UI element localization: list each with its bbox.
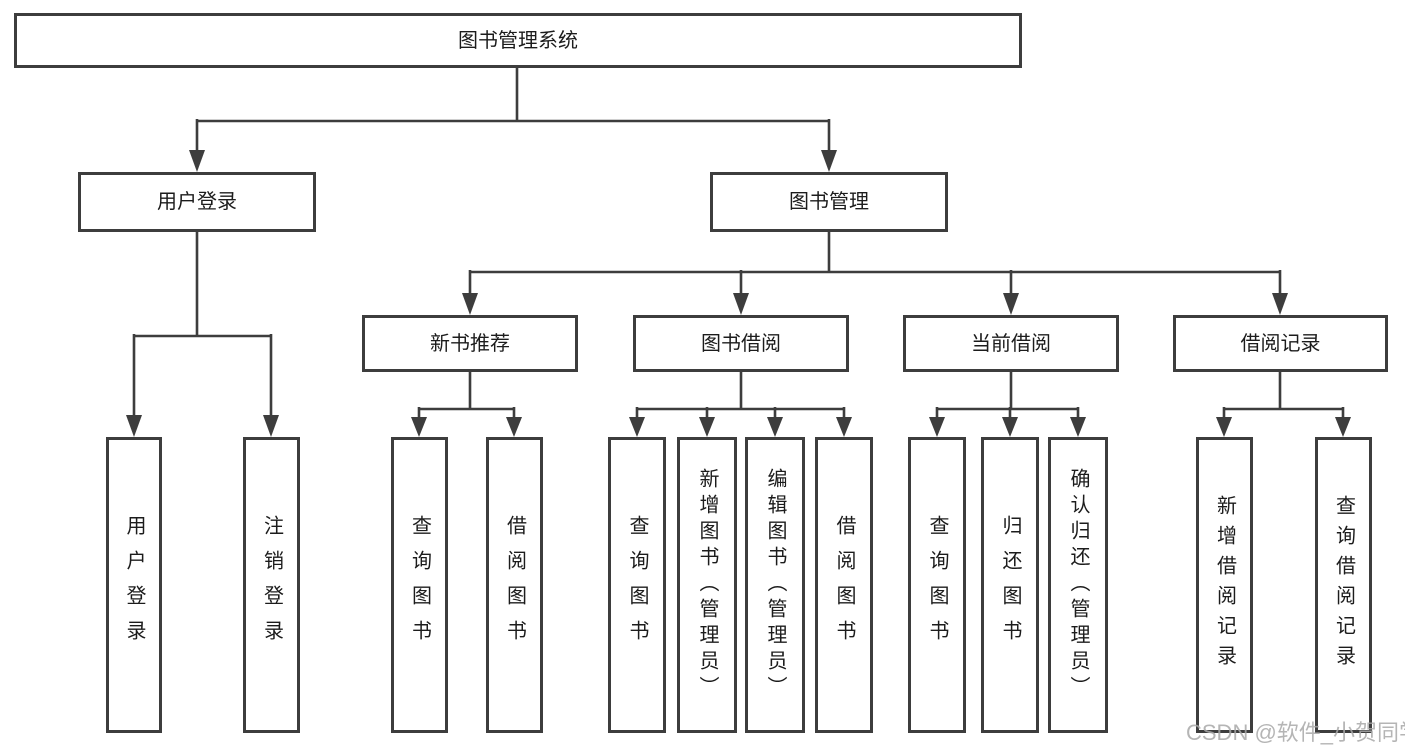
node-leaf-add-borrow-record: 新增借阅记录 [1196, 437, 1253, 733]
node-label: 当前借阅 [971, 332, 1051, 355]
node-leaf-query-borrow-record: 查询借阅记录 [1315, 437, 1372, 733]
node-leaf-query-books-2: 查询图书 [608, 437, 666, 733]
node-label: 归还图书 [999, 515, 1021, 655]
node-leaf-user-login: 用户登录 [106, 437, 162, 733]
node-label: 查询图书 [926, 515, 948, 655]
node-label: 用户登录 [123, 515, 145, 655]
node-label: 新增借阅记录 [1213, 495, 1236, 675]
node-root-library-system: 图书管理系统 [14, 13, 1022, 68]
node-label: 查询借阅记录 [1332, 495, 1355, 675]
node-label: 新增图书（管理员） [696, 468, 718, 702]
node-borrowing-records: 借阅记录 [1173, 315, 1388, 372]
node-label: 注销登录 [260, 515, 283, 655]
node-leaf-return-books: 归还图书 [981, 437, 1039, 733]
node-label: 新书推荐 [430, 332, 510, 355]
node-leaf-confirm-return-admin: 确认归还（管理员） [1048, 437, 1108, 733]
node-leaf-query-books-3: 查询图书 [908, 437, 966, 733]
node-label: 借阅图书 [833, 515, 855, 655]
node-label: 图书管理 [789, 191, 869, 213]
node-label: 借阅图书 [503, 515, 526, 655]
node-leaf-add-books-admin: 新增图书（管理员） [677, 437, 737, 733]
node-label: 图书管理系统 [458, 29, 578, 52]
node-label: 确认归还（管理员） [1067, 468, 1089, 702]
node-label: 编辑图书（管理员） [764, 468, 786, 702]
node-leaf-borrow-books-2: 借阅图书 [815, 437, 873, 733]
node-book-borrowing: 图书借阅 [633, 315, 849, 372]
node-user-login: 用户登录 [78, 172, 316, 232]
node-label: 用户登录 [157, 191, 237, 213]
csdn-watermark: CSDN @软件_小贺同学 [1186, 720, 1405, 745]
node-current-borrowing: 当前借阅 [903, 315, 1119, 372]
node-leaf-logout: 注销登录 [243, 437, 300, 733]
node-label: 查询图书 [408, 515, 431, 655]
node-leaf-edit-books-admin: 编辑图书（管理员） [745, 437, 805, 733]
node-book-management: 图书管理 [710, 172, 948, 232]
node-label: 图书借阅 [701, 332, 781, 355]
node-label: 借阅记录 [1240, 332, 1321, 355]
node-leaf-borrow-books-1: 借阅图书 [486, 437, 543, 733]
node-new-book-recommend: 新书推荐 [362, 315, 578, 372]
node-leaf-query-books-1: 查询图书 [391, 437, 448, 733]
node-label: 查询图书 [626, 515, 648, 655]
